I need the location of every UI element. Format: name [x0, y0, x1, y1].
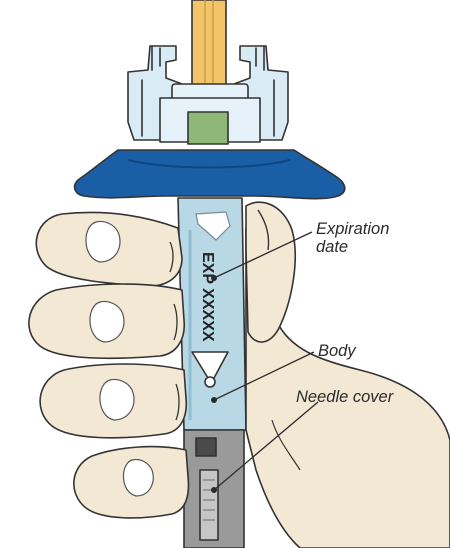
expiration-date-text: EXP XXXXX [199, 252, 216, 342]
body-label: Body [318, 342, 356, 360]
needle-cover-label: Needle cover [296, 388, 393, 406]
expiration-date-label-line2: date [316, 238, 348, 256]
expiration-date-label: Expiration [316, 220, 389, 238]
flange [75, 150, 345, 199]
